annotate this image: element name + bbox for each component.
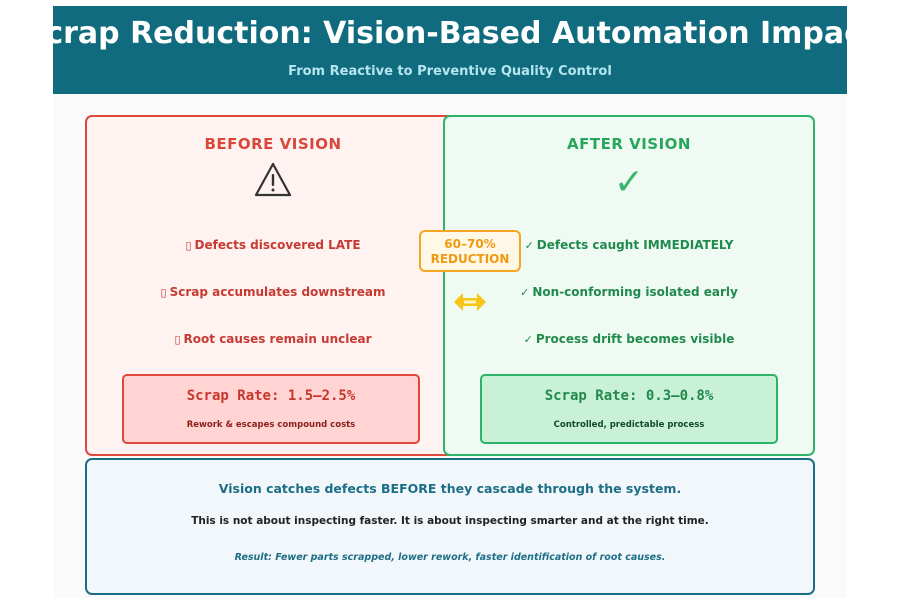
summary-body: This is not about inspecting faster. It … [191, 515, 709, 527]
before-item-2: ▯Scrap accumulates downstream [160, 285, 386, 299]
check-mark-icon: ✓ [524, 239, 534, 252]
summary-result: Result: Fewer parts scrapped, lower rewo… [234, 552, 666, 563]
before-item-1: ▯Defects discovered LATE [185, 238, 361, 252]
missing-glyph-icon: ▯ [160, 286, 167, 299]
before-scrap-rate: Scrap Rate: 1.5–2.5% [186, 388, 356, 404]
reduction-badge: 60–70% REDUCTION [419, 230, 521, 272]
after-item-3: ✓Process drift becomes visible [523, 332, 735, 346]
missing-glyph-icon: ▯ [174, 333, 181, 346]
header-banner [53, 6, 847, 94]
before-scrap-rate-box: Scrap Rate: 1.5–2.5% Rework & escapes co… [122, 374, 420, 444]
after-vision-panel: AFTER VISION ✓ ✓Defects caught IMMEDIATE… [443, 115, 815, 456]
missing-glyph-icon: ▯ [185, 239, 192, 252]
after-scrap-rate-box: Scrap Rate: 0.3–0.8% Controlled, predict… [480, 374, 778, 444]
summary-headline: Vision catches defects BEFORE they casca… [218, 481, 682, 496]
check-mark-icon: ✓ [520, 286, 530, 299]
summary-box: Vision catches defects BEFORE they casca… [85, 458, 815, 595]
warning-icon [87, 161, 459, 203]
reduction-label: REDUCTION [430, 252, 510, 266]
page-title: Scrap Reduction: Vision-Based Automation… [23, 16, 877, 51]
after-item-1: ✓Defects caught IMMEDIATELY [524, 238, 734, 252]
before-panel-title: BEFORE VISION [204, 135, 342, 153]
before-scrap-note: Rework & escapes compound costs [186, 420, 356, 430]
before-vision-panel: BEFORE VISION ▯Defects discovered LATE ▯… [85, 115, 461, 456]
reduction-percent: 60–70% [444, 237, 496, 251]
double-arrow-icon [453, 291, 487, 317]
before-item-3: ▯Root causes remain unclear [174, 332, 372, 346]
page-subtitle: From Reactive to Preventive Quality Cont… [288, 64, 612, 79]
after-scrap-rate: Scrap Rate: 0.3–0.8% [544, 388, 714, 404]
after-panel-title: AFTER VISION [567, 135, 691, 153]
check-icon: ✓ [613, 162, 645, 203]
after-scrap-note: Controlled, predictable process [553, 420, 705, 430]
check-mark-icon: ✓ [523, 333, 533, 346]
after-item-2: ✓Non-conforming isolated early [520, 285, 738, 299]
